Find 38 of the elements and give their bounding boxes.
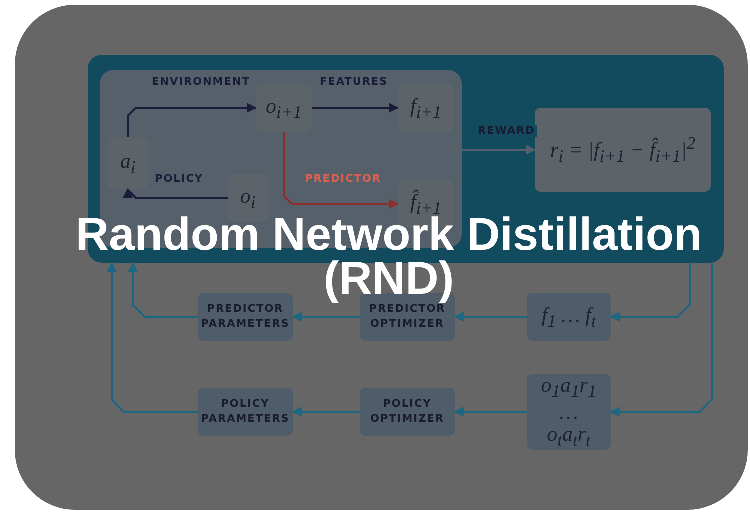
variable-box <box>527 293 611 341</box>
variable-box <box>527 374 611 450</box>
box-label: PREDICTOR OPTIMIZER <box>369 302 446 332</box>
arrow <box>128 262 198 318</box>
box-label: POLICY OPTIMIZER <box>370 396 446 427</box>
arrow <box>454 312 527 322</box>
math-label: f$_{1}$ … f$_{t}$ <box>542 304 596 330</box>
arrow <box>454 407 527 417</box>
variable-box <box>398 84 454 132</box>
arrow <box>107 262 198 413</box>
arrow <box>462 145 536 155</box>
arrow <box>292 312 360 322</box>
arrow <box>312 103 399 113</box>
formula-box <box>535 108 711 192</box>
math-label: o$_{i+1}$ <box>266 94 302 122</box>
math-label: a$_{i}$ <box>120 150 136 176</box>
process-box <box>360 388 455 436</box>
math-label: f$_{i+1}$ <box>410 94 442 122</box>
arrow <box>283 132 399 209</box>
math-label: r$_{i}$ = |f$_{i+1}$ − f̂$_{i+1}$|$^{2}$ <box>550 134 696 166</box>
math-label: o$_{i}$ <box>240 184 256 212</box>
variable-box <box>108 137 148 189</box>
math-label: o$_{1}$a$_{1}$r$_{1}$ <box>541 374 597 401</box>
variable-box <box>256 84 312 132</box>
math-label: o$_{t}$a$_{t}$r$_{t}$ <box>547 423 591 450</box>
box-label: PREDICTOR PARAMETERS <box>200 302 291 332</box>
math-label: … <box>560 400 578 424</box>
math-label: f̂$_{i+1}$ <box>410 190 442 218</box>
arrow <box>127 103 257 137</box>
arrow <box>610 263 713 417</box>
box-label: POLICY PARAMETERS <box>200 396 291 427</box>
edge-label: PREDICTOR <box>303 173 384 185</box>
process-box <box>198 293 293 341</box>
arrow <box>610 263 691 322</box>
arrow <box>292 407 360 417</box>
edge-label: ENVIRONMENT <box>150 76 252 88</box>
process-box <box>198 388 293 436</box>
arrow <box>123 188 228 199</box>
